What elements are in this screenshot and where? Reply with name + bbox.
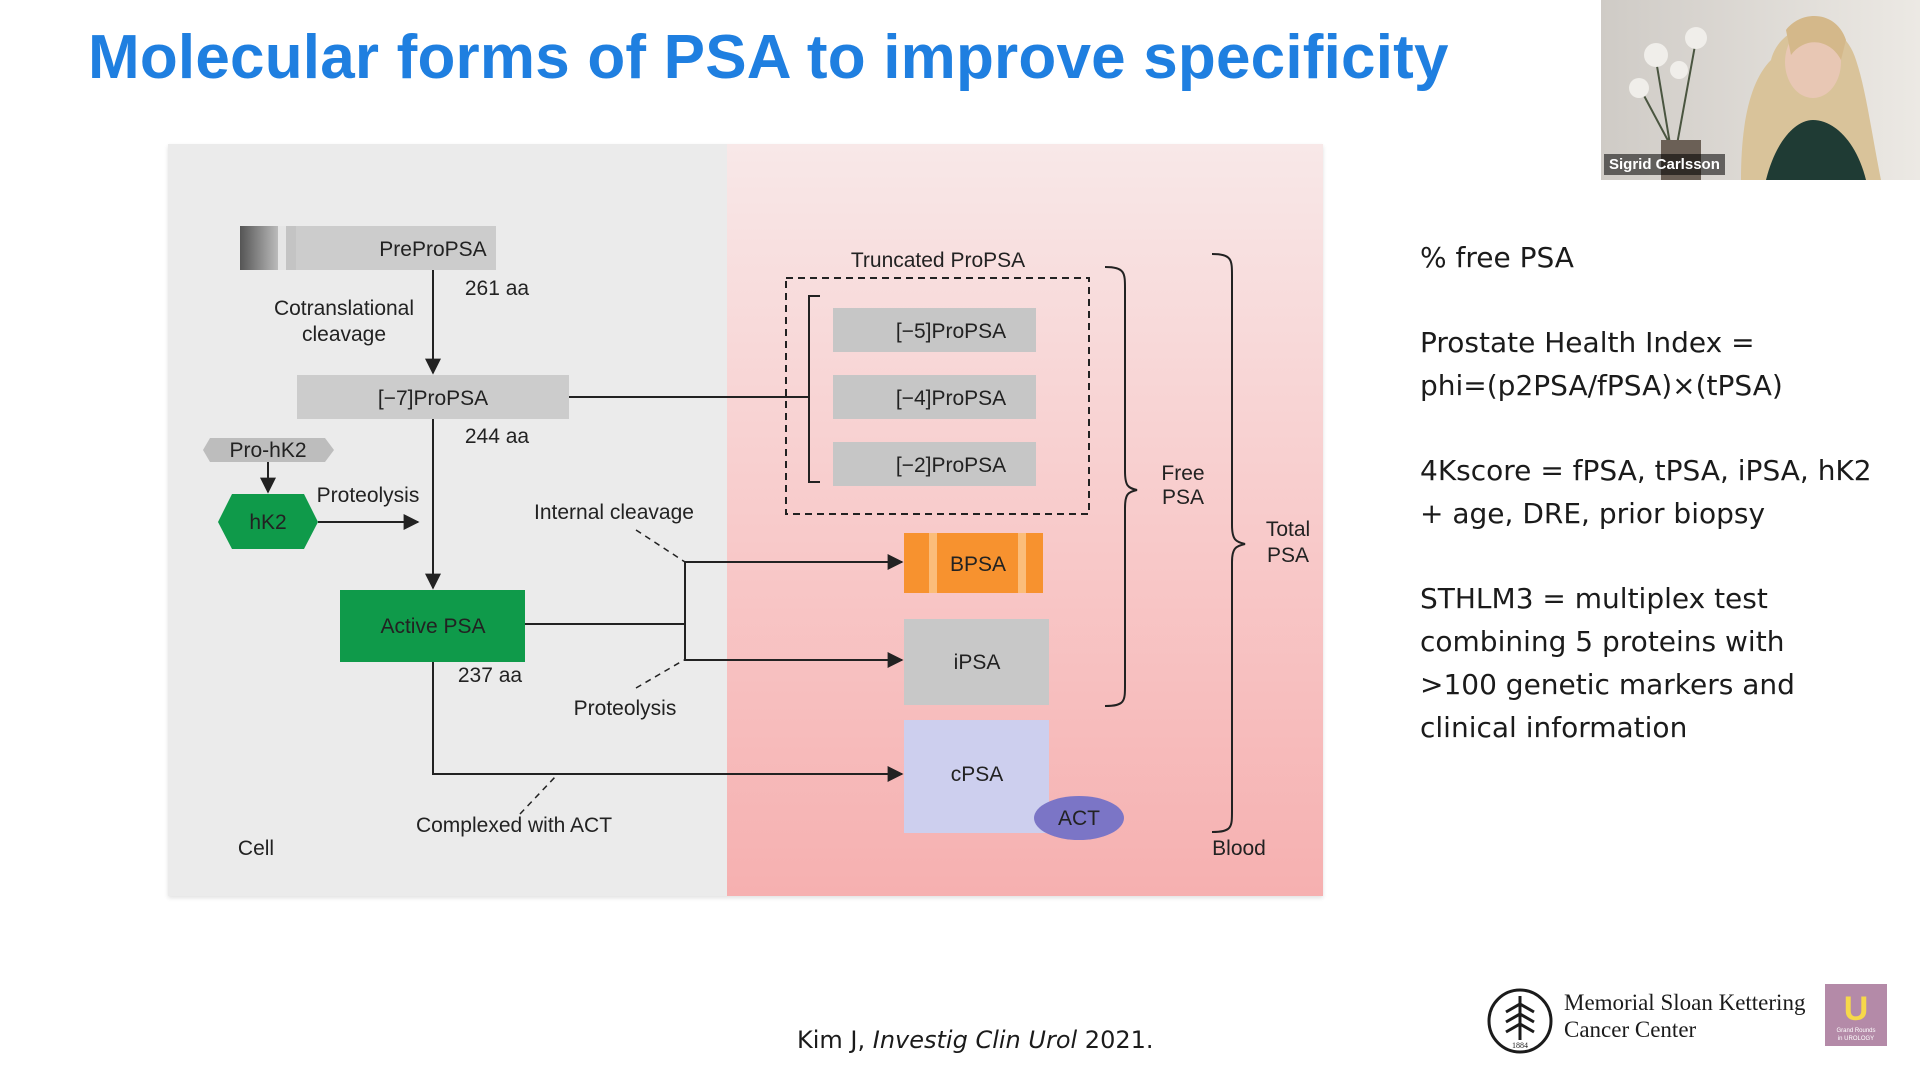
cpsa-box — [904, 720, 1049, 833]
bullet-sthlm3-line3: >100 genetic markers and — [1420, 668, 1795, 701]
active-psa-box — [340, 590, 525, 662]
citation-author: Kim J, — [797, 1026, 873, 1054]
propsa7-box — [297, 375, 569, 419]
bullet-phi-line2: phi=(p2PSA/fPSA)×(tPSA) — [1420, 369, 1783, 402]
bullet-sthlm3: STHLM3 = multiplex test combining 5 prot… — [1420, 577, 1880, 749]
preprosa-box-main — [296, 226, 496, 270]
aa-237-label: 237 aa — [458, 664, 523, 687]
cell-label: Cell — [238, 837, 274, 860]
grand-rounds-urology-badge: U Grand Rounds in UROLOGY — [1825, 984, 1887, 1046]
truncated-bracket — [808, 295, 820, 483]
urology-u-letter: U — [1844, 990, 1869, 1026]
hk2-shape — [218, 494, 318, 549]
bullet-4kscore-line1: 4Kscore = fPSA, tPSA, iPSA, hK2 — [1420, 454, 1872, 487]
mskcc-logo: 1884 Memorial Sloan Kettering Cancer Cen… — [1484, 980, 1836, 1062]
free-psa-brace — [1104, 266, 1138, 707]
arrow-to-ipsa — [684, 624, 904, 668]
hk2-label: hK2 — [249, 511, 286, 534]
cotranslational-label: Cotranslational — [274, 297, 414, 320]
bullet-sthlm3-line1: STHLM3 = multiplex test — [1420, 582, 1768, 615]
prohk2-shape — [203, 438, 334, 462]
preprosa-signal — [240, 226, 278, 270]
truncated-propsa-label: Truncated ProPSA — [851, 249, 1025, 272]
bullet-sthlm3-line2: combining 5 proteins with — [1420, 625, 1785, 658]
complexed-pointer — [519, 775, 557, 815]
citation-journal: Investig Clin Urol — [872, 1026, 1078, 1054]
propsa2-label: [−2]ProPSA — [896, 454, 1006, 477]
bullet-4kscore: 4Kscore = fPSA, tPSA, iPSA, hK2 + age, D… — [1420, 449, 1880, 535]
bpsa-band-left — [929, 533, 937, 593]
ipsa-label: iPSA — [954, 651, 1001, 674]
arrow-to-cpsa — [432, 662, 904, 782]
proteolysis-pointer — [635, 659, 685, 689]
propsa4-box — [833, 375, 1036, 419]
blood-label: Blood — [1212, 837, 1266, 860]
propsa7-label: [−7]ProPSA — [378, 387, 488, 410]
citation: Kim J, Investig Clin Urol 2021. — [797, 1026, 1154, 1054]
urology-badge-line1: Grand Rounds — [1836, 1028, 1876, 1034]
propsa5-box — [833, 308, 1036, 352]
free-label: Free — [1161, 462, 1204, 485]
mskcc-name-line2: Cancer Center — [1564, 1017, 1697, 1042]
prohk2-label: Pro-hK2 — [229, 439, 306, 462]
bpsa-band-right — [1018, 533, 1026, 593]
bullet-phi: Prostate Health Index = phi=(p2PSA/fPSA)… — [1420, 321, 1880, 407]
total-psa-label: PSA — [1267, 544, 1309, 567]
propsa5-label: [−5]ProPSA — [896, 320, 1006, 343]
mskcc-year: 1884 — [1512, 1041, 1528, 1050]
bullet-sthlm3-line4: clinical information — [1420, 711, 1688, 744]
mskcc-emblem-icon: 1884 — [1487, 988, 1553, 1054]
ipsa-box — [904, 619, 1049, 705]
free-psa-label: PSA — [1162, 486, 1204, 509]
slide-title: Molecular forms of PSA to improve specif… — [88, 23, 1449, 92]
bullet-phi-line1: Prostate Health Index = — [1420, 326, 1755, 359]
mskcc-name-line1: Memorial Sloan Kettering — [1564, 990, 1806, 1015]
urology-u-icon: U — [1844, 990, 1869, 1026]
bullet-free-psa: % free PSA — [1420, 236, 1880, 279]
cpsa-label: cPSA — [951, 763, 1004, 786]
bullet-free-psa-line1: % free PSA — [1420, 241, 1574, 274]
act-oval — [1034, 796, 1124, 840]
aa-244-label: 244 aa — [465, 425, 530, 448]
participant-name: Sigrid Carlsson — [1604, 154, 1725, 175]
aa-261-label: 261 aa — [465, 277, 530, 300]
proteolysis-hk2-label: Proteolysis — [317, 484, 420, 507]
internal-cleavage-pointer — [635, 529, 686, 563]
propsa4-label: [−4]ProPSA — [896, 387, 1006, 410]
cleavage-label: cleavage — [302, 323, 386, 346]
preprosa-label: PreProPSA — [379, 238, 486, 261]
bullet-4kscore-line2: + age, DRE, prior biopsy — [1420, 497, 1766, 530]
active-psa-label: Active PSA — [380, 615, 485, 638]
participant-video[interactable]: Sigrid Carlsson — [1601, 0, 1920, 180]
psa-forms-diagram: PreProPSA 261 aa Cotranslational cleavag… — [168, 144, 1323, 896]
bpsa-label: BPSA — [950, 553, 1006, 576]
complexed-label: Complexed with ACT — [416, 814, 612, 837]
bullet-list: % free PSA Prostate Health Index = phi=(… — [1420, 236, 1880, 791]
preprosa-box — [278, 226, 286, 270]
citation-year: 2021. — [1077, 1026, 1154, 1054]
propsa2-box — [833, 442, 1036, 486]
urology-badge-line2: in UROLOGY — [1837, 1036, 1875, 1042]
total-label: Total — [1266, 518, 1310, 541]
internal-cleavage-label: Internal cleavage — [534, 501, 694, 524]
total-psa-brace — [1211, 253, 1246, 833]
act-label: ACT — [1058, 807, 1100, 830]
proteolysis-label: Proteolysis — [574, 697, 677, 720]
participant-video-feed — [1601, 0, 1920, 180]
truncated-group-border — [785, 277, 1090, 515]
